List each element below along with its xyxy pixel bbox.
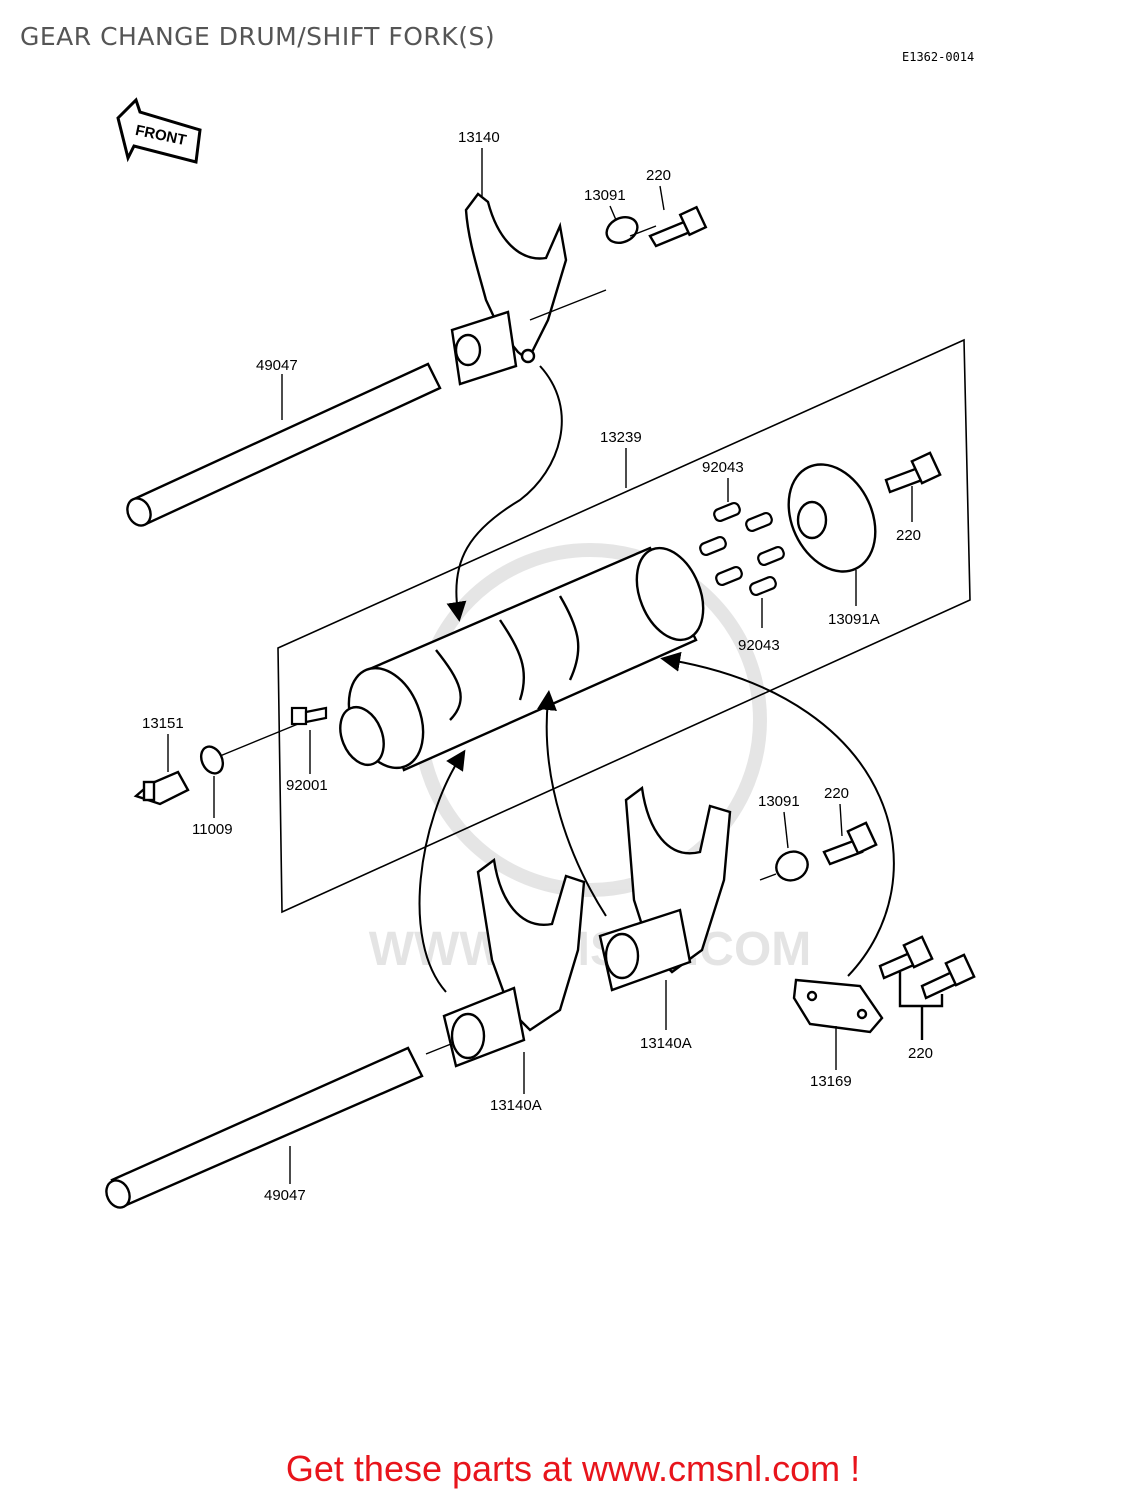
label-fork-top: 13140 (458, 129, 500, 146)
stopper-bolts-icon (878, 935, 976, 1040)
footer-cta-link[interactable]: Get these parts at www.cmsnl.com ! (285, 1448, 861, 1489)
stopper-plate (792, 978, 884, 1034)
label-drum-assy: 13239 (600, 429, 642, 446)
label-pin-lower: 92043 (738, 637, 780, 654)
label-switch-washer: 11009 (192, 821, 233, 838)
shaft-bottom (105, 1046, 424, 1209)
drum-screw (290, 706, 328, 726)
label-fork-center: 13140A (640, 1035, 692, 1052)
fork-center (598, 785, 732, 992)
drum-assembly-box (277, 338, 971, 914)
bolt-cover-icon (884, 451, 942, 494)
washer-right (775, 850, 809, 882)
exploded-parts-diagram: WWW.CMSNL.COM FRONT (105, 97, 976, 1209)
label-drum-screw: 92001 (286, 777, 328, 794)
watermark-text: WWW.CMSNL.COM (369, 923, 812, 976)
assembly-arrows (418, 365, 895, 993)
label-shaft-top: 49047 (256, 357, 298, 374)
label-fork-left: 13140A (490, 1097, 542, 1114)
bolt-top-icon (648, 205, 708, 248)
label-bolt-right: 220 (824, 785, 849, 802)
label-bolt-top: 220 (646, 167, 671, 184)
label-pin-upper: 92043 (702, 459, 744, 476)
neutral-switch (133, 770, 190, 806)
page-title: GEAR CHANGE DRUM/SHIFT FORK(S) (20, 22, 496, 51)
label-stopper-plate: 13169 (810, 1073, 852, 1090)
label-shaft-bottom: 49047 (264, 1187, 306, 1204)
drum-pins (699, 501, 785, 597)
label-cover-plate: 13091A (828, 611, 880, 628)
bolt-right-icon (822, 821, 878, 866)
switch-washer (199, 745, 225, 775)
fork-top (450, 192, 568, 386)
label-stopper-bolts: 220 (908, 1045, 933, 1062)
label-neutral-switch: 13151 (142, 715, 184, 732)
label-washer-right: 13091 (758, 793, 800, 810)
label-bolt-cover: 220 (896, 527, 921, 544)
fork-left (442, 857, 586, 1068)
washer-top (605, 215, 639, 245)
label-washer-top: 13091 (584, 187, 626, 204)
diagram-code: E1362-0014 (902, 50, 975, 64)
shaft-top (126, 362, 442, 527)
gear-change-drum (339, 546, 705, 772)
drum-cover-plate (787, 463, 877, 573)
front-arrow-icon: FRONT (116, 97, 202, 164)
leader-lines (167, 148, 913, 1184)
